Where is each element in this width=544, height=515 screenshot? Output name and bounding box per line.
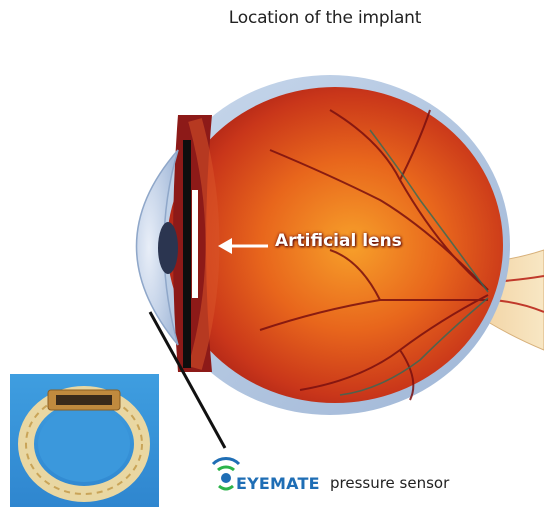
pressure-sensor-label: pressure sensor [330, 474, 449, 492]
iris [158, 222, 178, 274]
sensor-photo-inset [10, 374, 159, 507]
sensor-ring-cross-section [183, 140, 191, 368]
eyemate-brand-name: EYEMATE [236, 474, 320, 493]
artificial-lens [192, 190, 198, 298]
artificial-lens-label: Artificial lens [275, 231, 402, 251]
figure-title: Location of the implant [205, 8, 445, 28]
